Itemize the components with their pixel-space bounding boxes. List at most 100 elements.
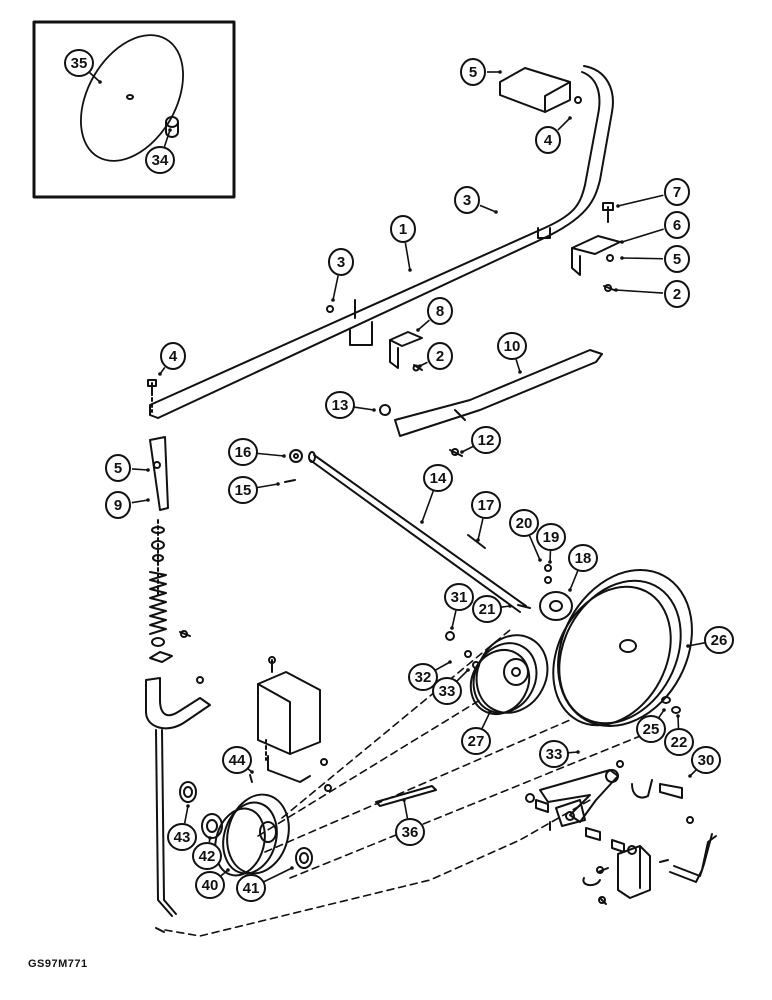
- leader-tip: [331, 298, 335, 302]
- leader-tip: [614, 288, 618, 292]
- callout-3: 3: [328, 248, 354, 302]
- callout-number: 19: [543, 529, 560, 546]
- leader-tip: [186, 804, 190, 808]
- callout-7: 7: [616, 178, 690, 208]
- main-arm-part: [149, 65, 614, 419]
- callout-leader: [615, 289, 664, 294]
- callout-3: 3: [454, 186, 498, 214]
- callout-5: 5: [620, 245, 690, 273]
- callout-25: 25: [636, 708, 666, 743]
- callout-circle: [691, 746, 721, 774]
- callout-leader: [515, 359, 521, 373]
- callout-4: 4: [535, 116, 572, 154]
- callout-circle: [509, 509, 539, 537]
- callout-circle: [471, 426, 501, 454]
- leader-tip: [168, 128, 172, 132]
- leader-tip: [208, 836, 212, 840]
- callout-leader: [477, 518, 484, 541]
- callout-number: 4: [544, 132, 553, 149]
- callout-circle: [427, 342, 453, 370]
- leader-tip: [276, 482, 280, 486]
- small-pulley-part: [179, 774, 313, 877]
- leader-tip: [686, 644, 690, 648]
- leader-tip: [498, 70, 502, 74]
- callout-number: 33: [439, 683, 456, 700]
- callout-number: 7: [673, 184, 681, 201]
- callout-number: 40: [202, 877, 219, 894]
- callout-4: 4: [158, 342, 186, 376]
- callout-circle: [325, 391, 355, 419]
- callout-5: 5: [460, 58, 502, 86]
- callout-circle: [236, 874, 266, 902]
- callout-circle: [167, 823, 197, 851]
- callout-number: 10: [504, 338, 521, 355]
- bracket-part: [326, 305, 423, 372]
- callout-number: 5: [673, 251, 681, 268]
- callout-leader: [621, 257, 664, 260]
- callout-leader: [332, 275, 339, 301]
- callout-leader: [256, 452, 285, 457]
- callout-circle: [460, 58, 486, 86]
- callout-circle: [444, 583, 474, 611]
- callout-number: 22: [671, 734, 688, 751]
- callout-number: 12: [478, 432, 495, 449]
- callout-number: 33: [546, 746, 563, 763]
- callout-number: 16: [235, 444, 252, 461]
- callout-leader: [621, 228, 664, 243]
- callout-12: 12: [460, 426, 501, 454]
- callout-43: 43: [167, 804, 197, 851]
- leader-tip: [662, 708, 666, 712]
- leader-tip: [416, 328, 420, 332]
- callout-number: 14: [430, 470, 447, 487]
- callout-number: 42: [199, 848, 216, 865]
- callout-circle: [423, 464, 453, 492]
- callout-circle: [105, 491, 131, 519]
- callout-circle: [390, 215, 416, 243]
- callout-leader: [421, 490, 434, 523]
- callout-leader: [461, 445, 474, 453]
- callout-leader: [434, 661, 451, 671]
- leader-tip: [620, 240, 624, 244]
- leader-tip: [508, 604, 512, 608]
- leader-tip: [620, 256, 624, 260]
- callout-2: 2: [418, 342, 453, 370]
- callout-circle: [222, 746, 252, 774]
- leader-tip: [146, 468, 150, 472]
- callout-number: 27: [468, 733, 485, 750]
- callout-circle: [192, 842, 222, 870]
- callout-number: 20: [516, 515, 533, 532]
- callout-leader: [456, 669, 469, 682]
- callout-number: 21: [479, 601, 496, 618]
- callout-1: 1: [390, 215, 416, 272]
- callout-number: 36: [402, 824, 419, 841]
- leader-tip: [418, 364, 422, 368]
- leader-tip: [158, 372, 162, 376]
- callout-circle: [664, 178, 690, 206]
- leader-tip: [372, 408, 376, 412]
- callout-circle: [704, 626, 734, 654]
- callout-number: 41: [243, 880, 260, 897]
- callout-33: 33: [432, 668, 470, 705]
- leader-tip: [568, 116, 572, 120]
- callout-number: 35: [71, 55, 88, 72]
- leader-tip: [250, 770, 254, 774]
- callout-leader: [617, 194, 664, 207]
- callout-number: 8: [436, 303, 444, 320]
- leader-tip: [226, 868, 230, 872]
- callout-number: 3: [337, 254, 345, 271]
- leader-tip: [548, 560, 552, 564]
- spring-part: [149, 571, 167, 635]
- callout-number: 4: [169, 348, 178, 365]
- leader-tip: [476, 538, 480, 542]
- callout-number: 3: [463, 192, 471, 209]
- callout-leader: [451, 610, 457, 629]
- callout-number: 32: [415, 669, 432, 686]
- leader-tip: [488, 710, 492, 714]
- callout-number: 5: [469, 64, 477, 81]
- callout-leader: [131, 499, 149, 504]
- callout-leader: [263, 867, 293, 883]
- callout-circle: [395, 818, 425, 846]
- leader-tip: [282, 454, 286, 458]
